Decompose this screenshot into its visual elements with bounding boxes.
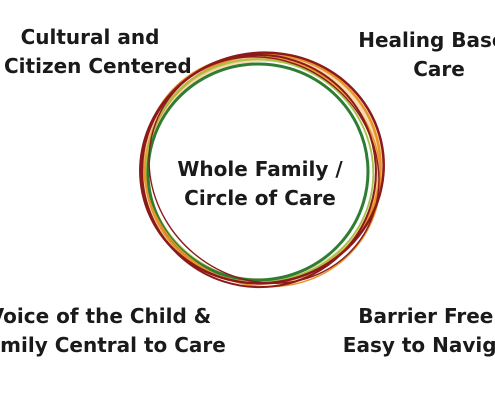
label-line: Healing Based xyxy=(358,28,495,52)
label-line: Voice of the Child & xyxy=(0,304,212,328)
label-line: Family Central to Care xyxy=(0,333,226,357)
label-line: Whole Family / xyxy=(177,157,343,181)
label-line: Care xyxy=(413,57,465,81)
ring-stroke-green xyxy=(146,62,370,282)
ring-stroke-dark-red xyxy=(139,51,385,285)
label-line: Cultural and xyxy=(20,25,160,49)
label-line: Circle of Care xyxy=(184,186,336,210)
label-healing-based-care: Healing Based Care xyxy=(354,26,495,84)
label-voice-of-child-family: Voice of the Child & Family Central to C… xyxy=(0,302,226,360)
label-line: Barrier Free & xyxy=(358,304,495,328)
label-whole-family-circle-of-care: Whole Family / Circle of Care xyxy=(160,155,360,213)
label-line: Citizen Centered xyxy=(4,54,192,78)
ring-stroke-dark-red-3 xyxy=(148,56,380,284)
label-line: Easy to Navigate xyxy=(342,333,495,357)
ring-stroke-dark-red-2 xyxy=(141,53,377,289)
label-barrier-free-easy-navigate: Barrier Free & Easy to Navigate xyxy=(338,302,495,360)
label-cultural-citizen-centered: Cultural and Citizen Centered xyxy=(4,23,192,81)
